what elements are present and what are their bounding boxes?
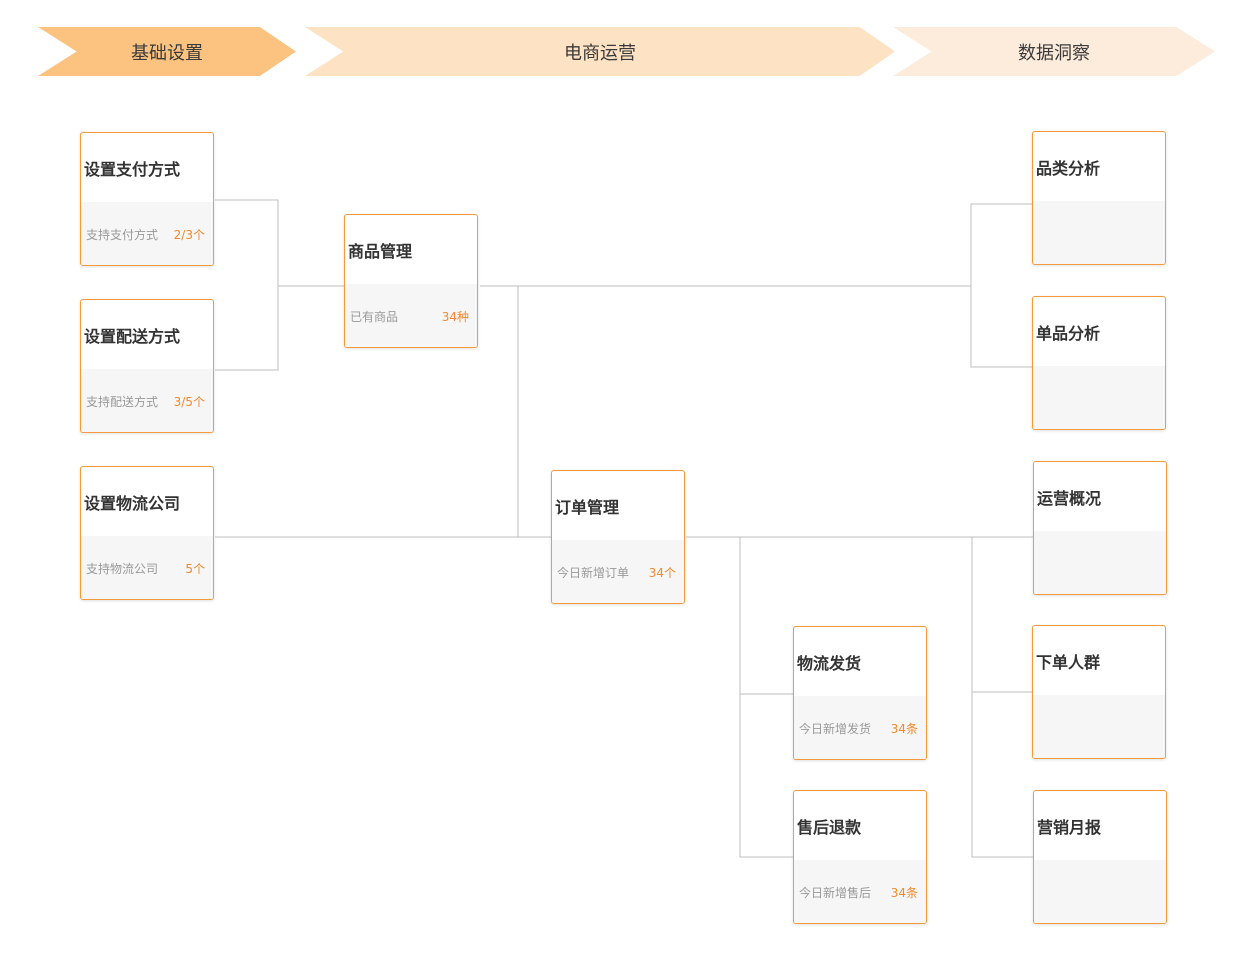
card-title: 设置支付方式 bbox=[84, 159, 181, 179]
card-single-item-analysis[interactable]: 单品分析 bbox=[1032, 296, 1166, 430]
card-title: 下单人群 bbox=[1036, 652, 1101, 672]
card-after-sales-refund[interactable]: 售后退款 今日新增售后 34条 bbox=[793, 790, 927, 924]
card-goods-management[interactable]: 商品管理 已有商品 34种 bbox=[344, 214, 478, 348]
card-operations-overview[interactable]: 运营概况 bbox=[1033, 461, 1167, 595]
card-subtitle: 支持物流公司 bbox=[86, 562, 159, 576]
card-title: 商品管理 bbox=[348, 241, 413, 261]
card-value: 3/5个 bbox=[173, 395, 205, 409]
card-subtitle: 今日新增发货 bbox=[799, 722, 872, 736]
card-subtitle: 已有商品 bbox=[350, 310, 399, 324]
card-logistics-companies[interactable]: 设置物流公司 支持物流公司 5个 bbox=[80, 466, 214, 600]
card-subtitle: 支持支付方式 bbox=[86, 228, 159, 242]
card-buyer-groups[interactable]: 下单人群 bbox=[1032, 625, 1166, 759]
card-title: 品类分析 bbox=[1036, 158, 1101, 178]
card-value: 5个 bbox=[185, 562, 205, 576]
stage-basic-settings: 基础设置 bbox=[38, 27, 296, 76]
card-title: 运营概况 bbox=[1037, 488, 1102, 508]
card-subtitle: 今日新增订单 bbox=[557, 566, 630, 580]
stage-label: 基础设置 bbox=[131, 42, 203, 64]
card-title: 物流发货 bbox=[797, 653, 862, 673]
stage-label: 电商运营 bbox=[564, 42, 636, 64]
card-order-management[interactable]: 订单管理 今日新增订单 34个 bbox=[551, 470, 685, 604]
card-marketing-monthly-report[interactable]: 营销月报 bbox=[1033, 790, 1167, 924]
card-value: 34种 bbox=[441, 310, 469, 324]
card-logistics-delivery[interactable]: 物流发货 今日新增发货 34条 bbox=[793, 626, 927, 760]
card-value: 34条 bbox=[890, 886, 918, 900]
card-shipping-methods[interactable]: 设置配送方式 支持配送方式 3/5个 bbox=[80, 299, 214, 433]
card-title: 订单管理 bbox=[555, 497, 620, 517]
stage-ecommerce-ops: 电商运营 bbox=[305, 27, 895, 76]
stage-label: 数据洞察 bbox=[1018, 42, 1090, 64]
card-title: 营销月报 bbox=[1037, 817, 1102, 837]
stage-data-insights: 数据洞察 bbox=[893, 27, 1215, 76]
card-subtitle: 支持配送方式 bbox=[86, 395, 159, 409]
card-title: 单品分析 bbox=[1036, 323, 1101, 343]
card-value: 34个 bbox=[648, 566, 676, 580]
card-value: 2/3个 bbox=[173, 228, 205, 242]
card-title: 设置物流公司 bbox=[84, 493, 181, 513]
card-title: 设置配送方式 bbox=[84, 326, 181, 346]
card-payment-methods[interactable]: 设置支付方式 支持支付方式 2/3个 bbox=[80, 132, 214, 266]
card-title: 售后退款 bbox=[797, 817, 862, 837]
card-subtitle: 今日新增售后 bbox=[799, 886, 872, 900]
card-category-analysis[interactable]: 品类分析 bbox=[1032, 131, 1166, 265]
card-value: 34条 bbox=[890, 722, 918, 736]
